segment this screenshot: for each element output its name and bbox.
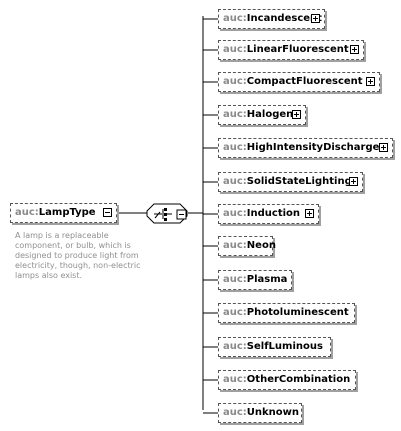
element-prefix: auc: [223,142,247,153]
root-element-box[interactable]: auc:LampType [10,203,117,223]
element-other-combination[interactable]: auc:OtherCombination [218,370,356,390]
element-name: Unknown [246,407,300,418]
element-photoluminescent[interactable]: auc:Photoluminescent [218,303,355,323]
expand-icon[interactable] [292,110,301,119]
root-description: A lamp is a replaceable component, or bu… [15,231,141,280]
element-prefix: auc: [223,240,247,251]
expand-icon[interactable] [349,177,358,186]
element-high-intensity-discharge[interactable]: auc:HighIntensityDischarge [218,138,393,158]
root-name: LampType [38,207,96,218]
element-name: SelfLuminous [246,341,323,352]
expand-icon[interactable] [305,209,314,218]
element-name: Photoluminescent [246,307,349,318]
element-self-luminous[interactable]: auc:SelfLuminous [218,337,331,357]
collapse-icon[interactable] [103,208,112,217]
element-plasma[interactable]: auc:Plasma [218,270,292,290]
element-name: SolidStateLighting [246,176,352,187]
expand-icon[interactable] [350,45,359,54]
element-name: LinearFluorescent [246,44,349,55]
root-prefix: auc: [15,207,39,218]
element-induction[interactable]: auc:Induction [218,204,319,224]
element-compact-fluorescent[interactable]: auc:CompactFluorescent [218,72,380,92]
element-name: HighIntensityDischarge [246,142,380,153]
element-unknown[interactable]: auc:Unknown [218,403,302,423]
element-name: Plasma [246,274,288,285]
element-halogen[interactable]: auc:Halogen [218,105,306,125]
element-name: OtherCombination [246,374,351,385]
element-prefix: auc: [223,407,247,418]
element-prefix: auc: [223,176,247,187]
branch-lines [203,18,218,414]
element-neon[interactable]: auc:Neon [218,236,276,256]
element-prefix: auc: [223,208,247,219]
element-solid-state-lighting[interactable]: auc:SolidStateLighting [218,172,363,192]
element-prefix: auc: [223,307,247,318]
expand-icon[interactable] [379,143,388,152]
element-prefix: auc: [223,109,247,120]
element-linear-fluorescent[interactable]: auc:LinearFluorescent [218,40,364,60]
element-prefix: auc: [223,44,247,55]
expand-icon[interactable] [366,77,375,86]
element-prefix: auc: [223,274,247,285]
element-prefix: auc: [223,13,247,24]
expand-icon[interactable] [311,14,320,23]
element-incandescent[interactable]: auc:Incandescent [218,9,325,29]
element-name: Halogen [246,109,294,120]
element-prefix: auc: [223,374,247,385]
choice-compositor-icon[interactable] [146,203,192,225]
element-prefix: auc: [223,76,247,87]
element-name: CompactFluorescent [246,76,363,87]
element-name: Neon [246,240,276,251]
element-name: Incandescent [246,13,322,24]
element-prefix: auc: [223,341,247,352]
element-name: Induction [246,208,301,219]
